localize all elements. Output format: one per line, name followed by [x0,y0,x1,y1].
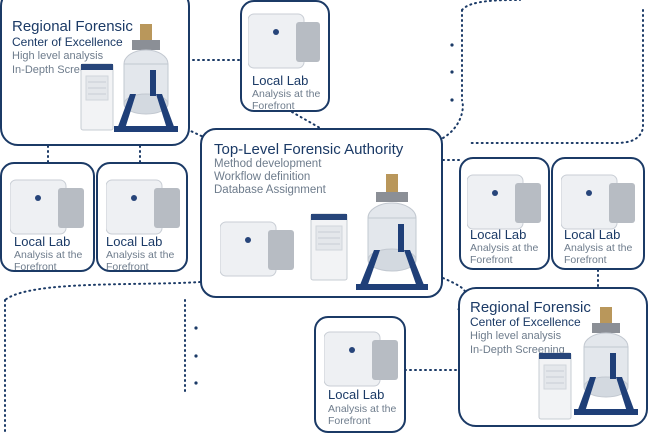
top-authority-box: Top-Level Forensic Authority Method deve… [200,128,443,298]
regional-line-1: High level analysis [470,330,562,342]
regional-title: Regional Forensic [12,18,133,35]
console-cabinet-icon [80,63,114,131]
local-lab-line-1: Analysis at the [328,403,397,415]
local-lab-bottom-center: Local Lab Analysis at the Forefront [314,316,406,433]
local-lab-line-2: Forefront [564,254,607,266]
regional-center-bottom-right: Regional Forensic Center of Excellence H… [458,287,648,427]
regional-subtitle: Center of Excellence [12,35,123,49]
benchtop-nmr-icon [324,331,398,387]
benchtop-nmr-icon [220,221,294,277]
local-lab-title: Local Lab [328,387,385,402]
nmr-magnet-icon [356,174,428,290]
local-lab-line-1: Analysis at the [106,249,175,261]
top-authority-line-1: Method development [214,158,322,170]
local-lab-line-1: Analysis at the [252,88,321,100]
local-lab-title: Local Lab [252,73,309,88]
local-lab-line-2: Forefront [14,261,57,272]
local-lab-left-2: Local Lab Analysis at the Forefront [96,162,188,272]
local-lab-title: Local Lab [470,227,527,242]
benchtop-nmr-icon [106,179,180,235]
regional-subtitle: Center of Excellence [470,315,581,329]
top-authority-line-3: Database Assignment [214,184,326,196]
nmr-magnet-icon [574,307,638,415]
local-lab-title: Local Lab [106,234,163,249]
regional-title: Regional Forensic [470,299,591,316]
local-lab-top-center: Local Lab Analysis at the Forefront [240,0,330,112]
local-lab-left-1: Local Lab Analysis at the Forefront [0,162,95,272]
local-lab-line-1: Analysis at the [14,249,83,261]
local-lab-line-2: Forefront [252,100,295,112]
local-lab-line-1: Analysis at the [564,242,633,254]
regional-line-1: High level analysis [12,50,104,62]
local-lab-line-2: Forefront [470,254,513,266]
benchtop-nmr-icon [10,179,84,235]
local-lab-right-2: Local Lab Analysis at the Forefront [551,157,645,270]
local-lab-right-1: Local Lab Analysis at the Forefront [459,157,550,270]
local-lab-title: Local Lab [564,227,621,242]
benchtop-nmr-icon [248,13,320,69]
nmr-magnet-icon [114,24,178,132]
top-authority-title: Top-Level Forensic Authority [214,141,404,158]
top-authority-line-2: Workflow definition [214,171,311,183]
benchtop-nmr-icon [561,174,635,230]
local-lab-title: Local Lab [14,234,71,249]
local-lab-line-1: Analysis at the [470,242,539,254]
local-lab-line-2: Forefront [106,261,149,272]
local-lab-line-2: Forefront [328,415,371,427]
console-cabinet-icon [310,213,348,281]
regional-center-top-left: Regional Forensic Center of Excellence H… [0,0,190,146]
console-cabinet-icon [538,352,572,420]
benchtop-nmr-icon [467,174,541,230]
